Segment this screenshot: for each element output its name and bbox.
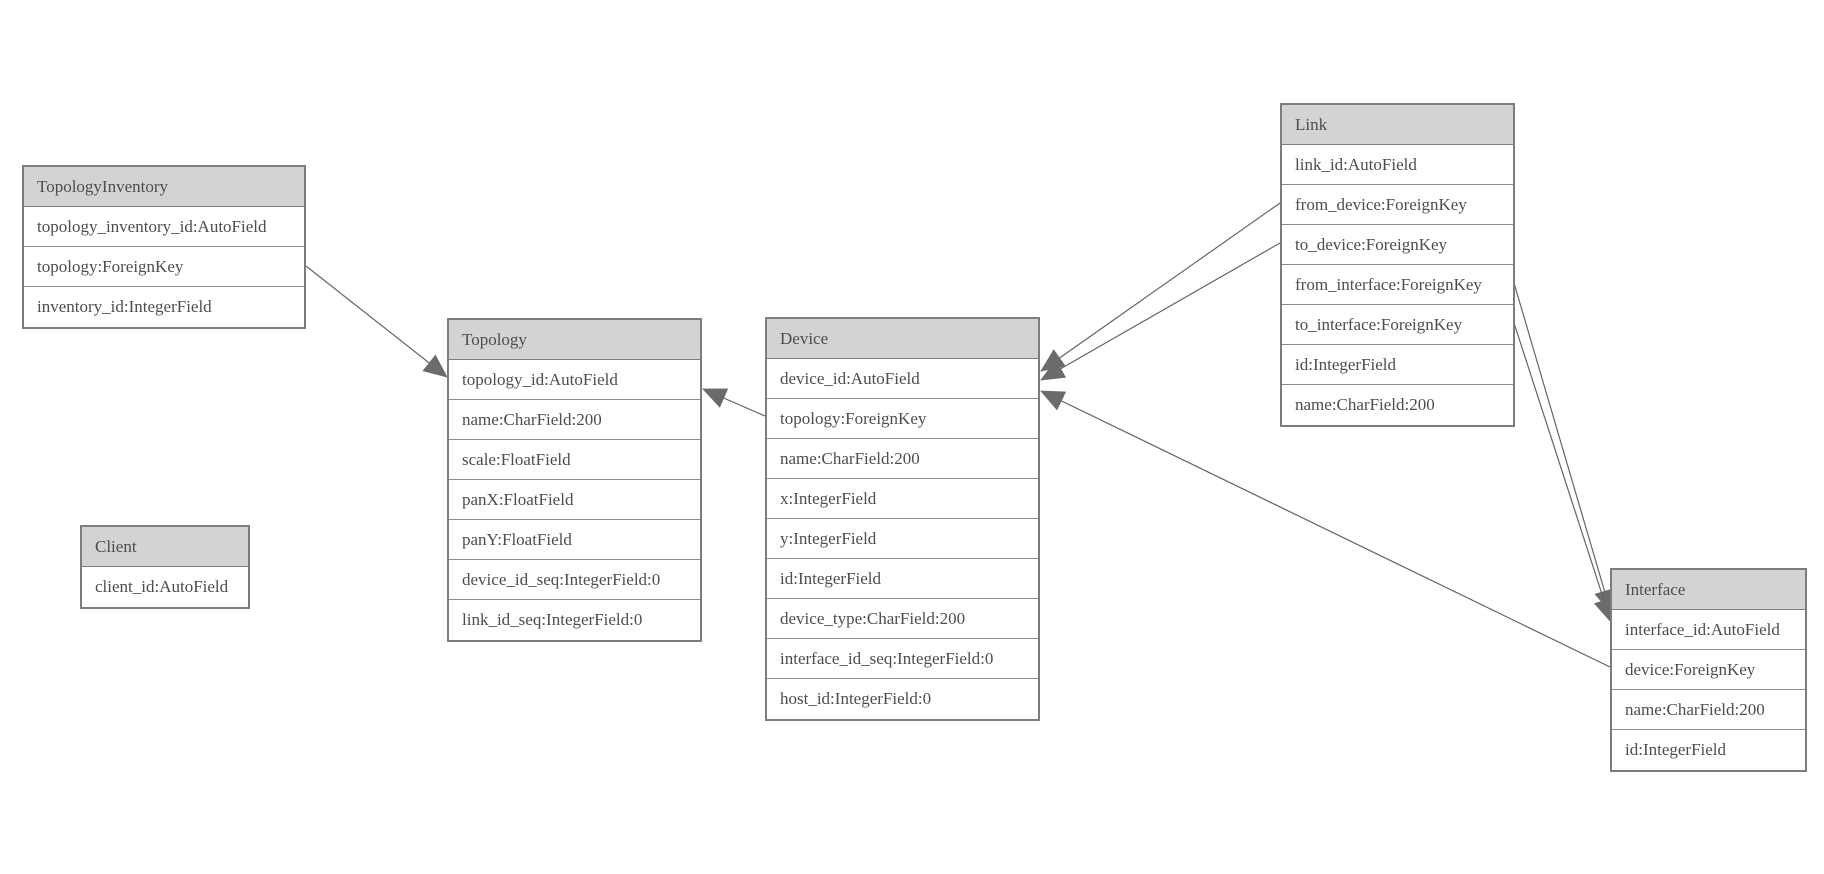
entity-field-row: to_device:ForeignKey — [1282, 225, 1513, 265]
entity-field-row: client_id:AutoField — [82, 567, 248, 607]
entity-field-row: from_device:ForeignKey — [1282, 185, 1513, 225]
entity-field-row: scale:FloatField — [449, 440, 700, 480]
entity-field-row: device_type:CharField:200 — [767, 599, 1038, 639]
entity-field-row: device_id:AutoField — [767, 359, 1038, 399]
entity-field-row: id:IntegerField — [1282, 345, 1513, 385]
entity-table-title: Link — [1282, 105, 1513, 145]
entity-field-row: topology:ForeignKey — [767, 399, 1038, 439]
entity-field-row: host_id:IntegerField:0 — [767, 679, 1038, 719]
entity-field-row: id:IntegerField — [1612, 730, 1805, 770]
entity-field-row: panX:FloatField — [449, 480, 700, 520]
entity-table-title: Client — [82, 527, 248, 567]
entity-field-row: inventory_id:IntegerField — [24, 287, 304, 327]
entity-field-row: topology:ForeignKey — [24, 247, 304, 287]
entity-field-row: topology_id:AutoField — [449, 360, 700, 400]
edge-link-to_interface-to-interface-interface_id — [1513, 322, 1614, 623]
entity-field-row: name:CharField:200 — [449, 400, 700, 440]
entity-table-title: Device — [767, 319, 1038, 359]
edge-link-from_device-to-device-device_id — [1040, 202, 1281, 372]
entity-field-row: device_id_seq:IntegerField:0 — [449, 560, 700, 600]
entity-field-row: name:CharField:200 — [1282, 385, 1513, 425]
entity-field-row: y:IntegerField — [767, 519, 1038, 559]
entity-field-row: link_id_seq:IntegerField:0 — [449, 600, 700, 640]
edge-link-to_device-to-device-device_id — [1040, 242, 1281, 381]
entity-field-row: id:IntegerField — [767, 559, 1038, 599]
entity-table-title: Topology — [449, 320, 700, 360]
entity-field-row: interface_id_seq:IntegerField:0 — [767, 639, 1038, 679]
entity-field-row: to_interface:ForeignKey — [1282, 305, 1513, 345]
entity-table-title: Interface — [1612, 570, 1805, 610]
entity-field-row: name:CharField:200 — [1612, 690, 1805, 730]
edge-topologyinventory-topology-to-topology-topology_id — [305, 265, 448, 378]
edge-link-from_interface-to-interface-interface_id — [1513, 282, 1615, 614]
edge-interface-device-to-device-device_id — [1040, 390, 1611, 668]
entity-field-row: device:ForeignKey — [1612, 650, 1805, 690]
entity-field-row: x:IntegerField — [767, 479, 1038, 519]
entity-field-row: link_id:AutoField — [1282, 145, 1513, 185]
entity-field-row: topology_inventory_id:AutoField — [24, 207, 304, 247]
entity-table-title: TopologyInventory — [24, 167, 304, 207]
entity-field-row: from_interface:ForeignKey — [1282, 265, 1513, 305]
entity-field-row: interface_id:AutoField — [1612, 610, 1805, 650]
entity-field-row: panY:FloatField — [449, 520, 700, 560]
edge-device-topology-to-topology-topology_id — [702, 388, 766, 417]
entity-field-row: name:CharField:200 — [767, 439, 1038, 479]
